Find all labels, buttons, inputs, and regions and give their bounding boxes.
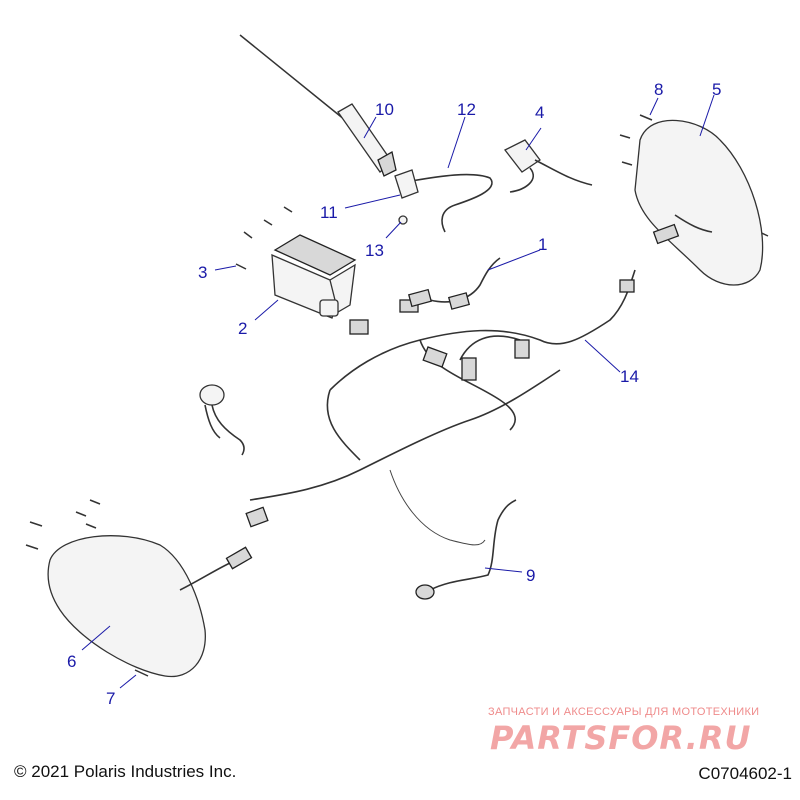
- antenna-cable: [394, 169, 493, 233]
- right-headlight-housing: [634, 119, 764, 286]
- callout-8: 8: [654, 80, 663, 99]
- callout-13: 13: [365, 241, 384, 260]
- antenna: [239, 34, 397, 177]
- callout-10: 10: [375, 100, 394, 119]
- callout-4: 4: [535, 103, 544, 122]
- connector-module: [504, 139, 593, 193]
- copyright-text: © 2021 Polaris Industries Inc.: [14, 762, 237, 781]
- watermark-tagline: ЗАПЧАСТИ И АКСЕССУАРЫ ДЛЯ МОТОТЕХНИКИ: [488, 706, 760, 718]
- leader-lines: [81, 94, 715, 689]
- callout-1: 1: [538, 235, 547, 254]
- callout-11: 11: [320, 203, 338, 222]
- callout-5: 5: [712, 80, 721, 99]
- callout-2: 2: [238, 319, 247, 338]
- callout-14: 14: [620, 367, 639, 386]
- watermark-logo: PARTSFOR.RU: [490, 719, 752, 757]
- ground-cable: [415, 499, 517, 600]
- callout-labels: 1 2 3 4 5 6 7 8 9 10 11 12 13 14: [67, 80, 721, 708]
- drawing-id: C0704602-1: [698, 764, 792, 783]
- callout-7: 7: [106, 689, 115, 708]
- housing-box: [271, 234, 357, 319]
- wiring-harness: [245, 269, 636, 546]
- callout-3: 3: [198, 263, 207, 282]
- pigtail-harness: [407, 257, 501, 310]
- callout-12: 12: [457, 100, 476, 119]
- callout-6: 6: [67, 652, 76, 671]
- callout-9: 9: [526, 566, 535, 585]
- left-headlight-housing: [47, 535, 253, 678]
- sub-harness: [199, 384, 245, 456]
